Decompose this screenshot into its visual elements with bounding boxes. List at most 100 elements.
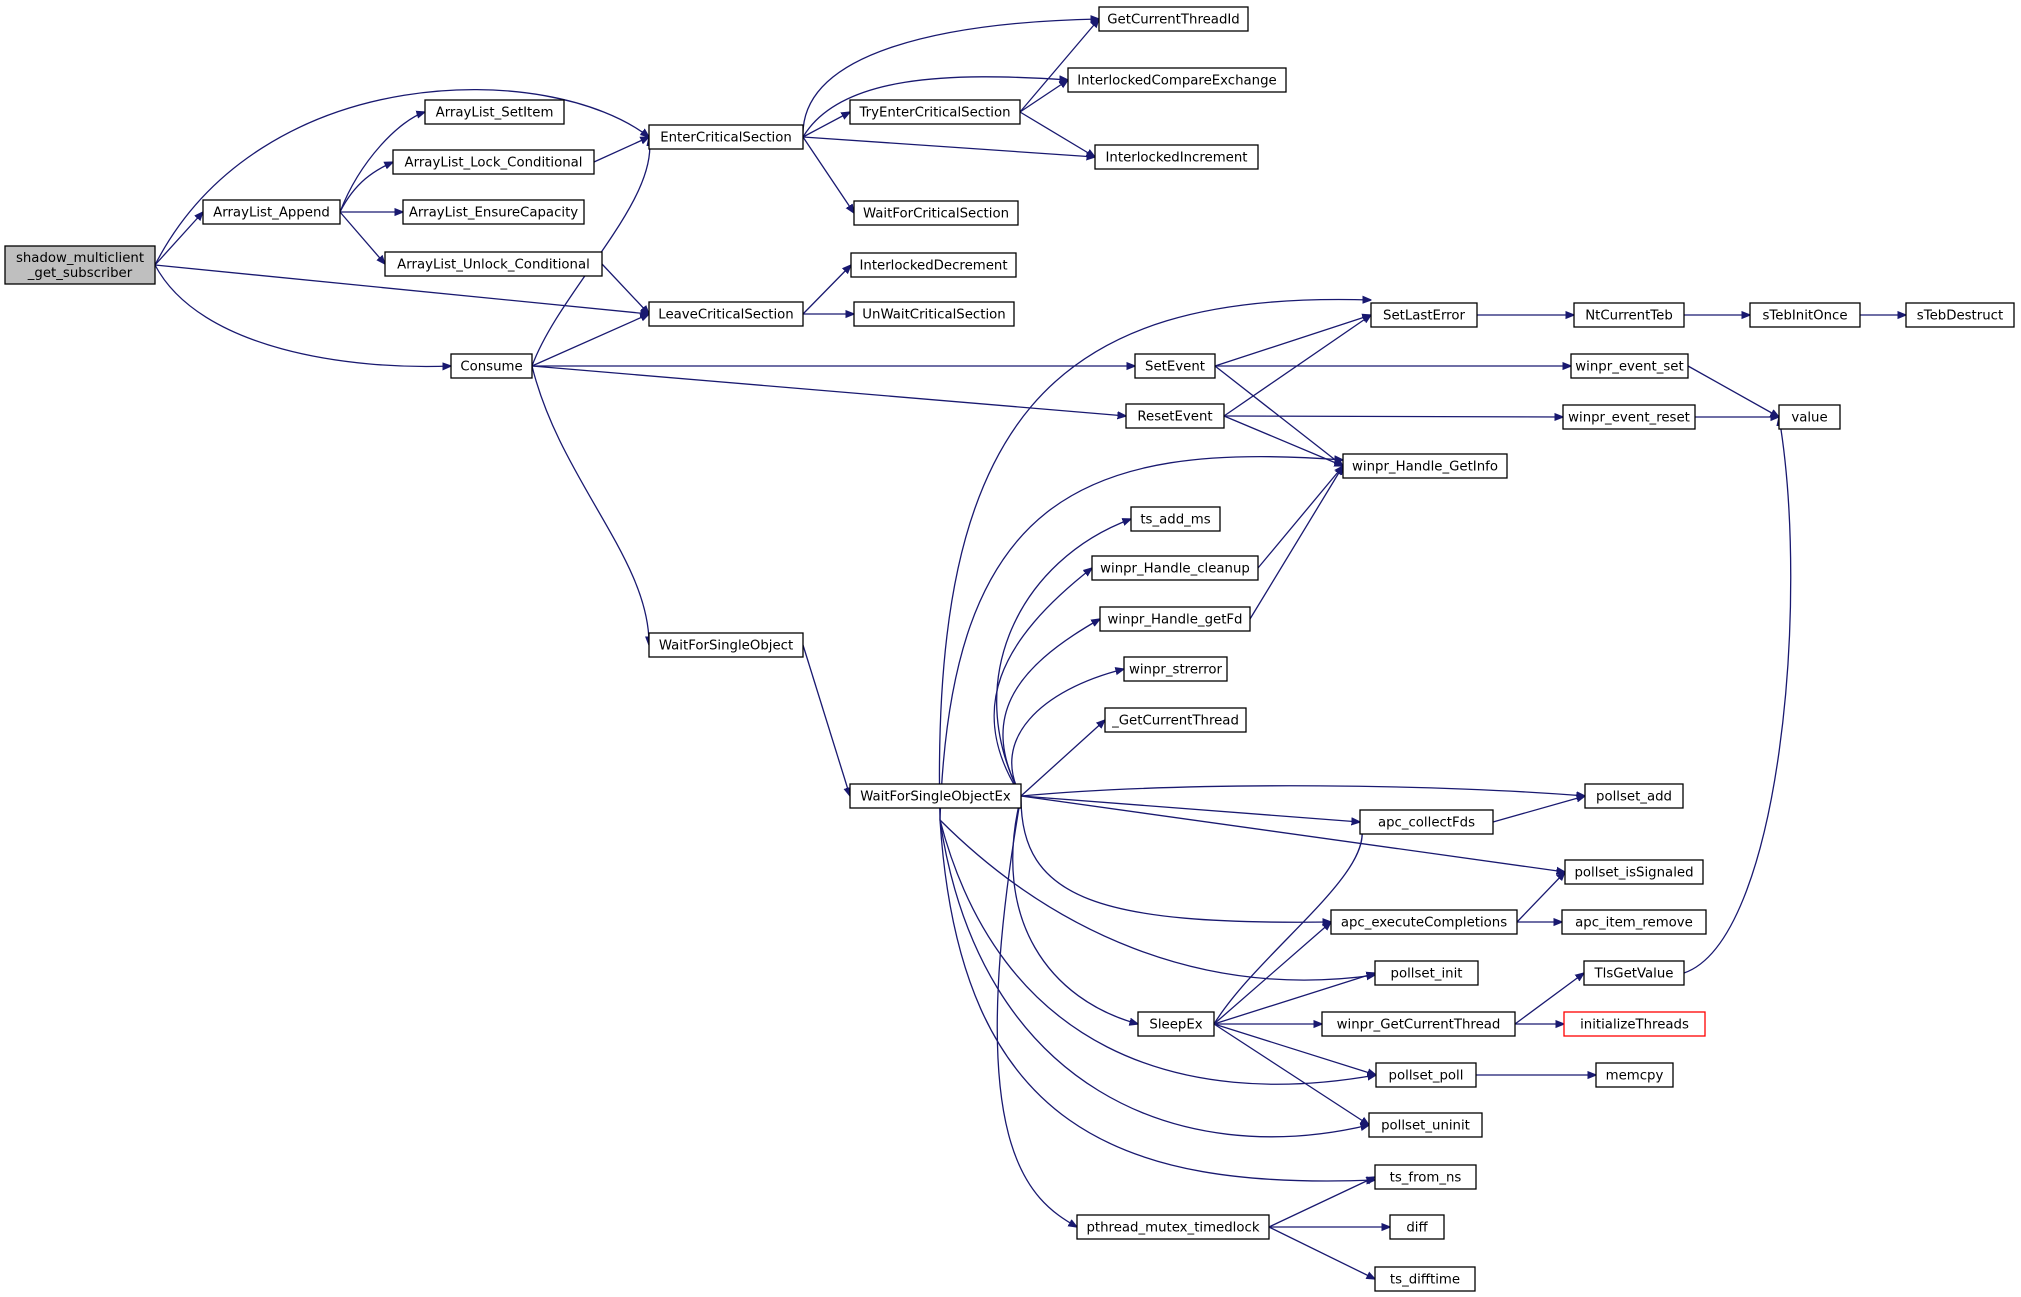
node-diff[interactable]: diff — [1389, 1214, 1445, 1240]
node-box — [648, 301, 804, 327]
node-arraylist_append[interactable]: ArrayList_Append — [202, 199, 341, 225]
node-leavecriticalsection[interactable]: LeaveCriticalSection — [648, 301, 804, 327]
node-box — [1321, 1011, 1516, 1037]
edge-line — [802, 19, 1099, 138]
node-box — [202, 199, 341, 225]
node-resetevent[interactable]: ResetEvent — [1125, 403, 1225, 429]
node-getcurrentthreadid[interactable]: GetCurrentThreadId — [1098, 6, 1249, 32]
node-box — [1564, 859, 1704, 885]
node-ts_from_ns[interactable]: ts_from_ns — [1374, 1164, 1477, 1190]
edge-resetevent-to-winpr_handle_getinfo — [1223, 415, 1343, 466]
node-stebdestruct[interactable]: sTebDestruct — [1905, 302, 2015, 328]
edge-line — [339, 112, 425, 213]
node-setlasterror[interactable]: SetLastError — [1370, 302, 1478, 328]
node-memcpy[interactable]: memcpy — [1595, 1062, 1674, 1088]
node-root[interactable]: shadow_multiclient_get_subscriber — [4, 245, 156, 285]
node-box — [424, 99, 565, 125]
edge-trhentercriticalsection-to-getcurrentthreadid — [1019, 19, 1099, 113]
edge-line — [939, 819, 1375, 981]
node-interlockeddecrement[interactable]: InterlockedDecrement — [850, 252, 1017, 278]
node-interlockedincrement[interactable]: InterlockedIncrement — [1094, 144, 1259, 170]
edge-line — [1687, 365, 1779, 417]
edge-consume-to-resetevent — [531, 365, 1126, 416]
node-ntcurrentteb[interactable]: NtCurrentTeb — [1573, 302, 1685, 328]
edge-line — [1020, 795, 1331, 922]
node-label: pthread_mutex_timedlock — [1086, 1221, 1259, 1236]
node-value[interactable]: value — [1778, 404, 1841, 430]
node-box — [1067, 67, 1287, 93]
node-box — [1137, 1011, 1215, 1037]
edge-line — [531, 137, 650, 367]
node-pollset_add[interactable]: pollset_add — [1584, 783, 1684, 809]
node-label: pollset_add — [1596, 790, 1672, 805]
edge-entercriticalsection-to-getcurrentthreadid — [802, 19, 1099, 138]
node-entercriticalsection[interactable]: EnterCriticalSection — [648, 124, 804, 150]
edge-sleepex-to-pollset_poll — [1213, 1023, 1376, 1075]
node-arraylist_ensurecapacity[interactable]: ArrayList_EnsureCapacity — [402, 199, 585, 225]
edge-line — [1257, 466, 1343, 569]
node-winpr_getcurrentthread[interactable]: winpr_GetCurrentThread — [1321, 1011, 1516, 1037]
edge-waitforsingleobjectex-to-winpr_strerror — [1011, 669, 1124, 797]
node-stebinitonce[interactable]: sTebInitOnce — [1749, 302, 1861, 328]
node-pollset_uninit[interactable]: pollset_uninit — [1368, 1112, 1483, 1138]
node-ts_difftime[interactable]: ts_difftime — [1374, 1266, 1476, 1292]
edge-apc_collectfds-to-pollset_add — [1492, 796, 1585, 823]
node-box — [1091, 555, 1259, 581]
node-winpr_handle_cleanup[interactable]: winpr_Handle_cleanup — [1091, 555, 1259, 581]
node-box — [1389, 1214, 1445, 1240]
edge-waitforsingleobjectex-to-pollset_uninit — [939, 819, 1369, 1138]
edge-line — [802, 136, 854, 213]
node-pollset_issignaled[interactable]: pollset_isSignaled — [1564, 859, 1704, 885]
edge-pthread_mutex_timedlock-to-ts_from_ns — [1268, 1177, 1375, 1228]
node-box — [4, 245, 156, 285]
edge-line — [939, 819, 1376, 1085]
node-unwaitcriticalsection[interactable]: UnWaitCriticalSection — [853, 301, 1015, 327]
node-apc_executecompletions[interactable]: apc_executeCompletions — [1330, 909, 1518, 935]
edge-root-to-leavecriticalsection — [154, 264, 649, 314]
edge-waitforsingleobjectex-to-ts_from_ns — [939, 819, 1375, 1181]
node-winpr_event_reset[interactable]: winpr_event_reset — [1562, 404, 1696, 430]
edge-setevent-to-setlasterror — [1214, 315, 1371, 367]
node-box — [1573, 302, 1685, 328]
node-arraylist_setitem[interactable]: ArrayList_SetItem — [424, 99, 565, 125]
node-box — [1104, 707, 1247, 733]
node-pthread_mutex_timedlock[interactable]: pthread_mutex_timedlock — [1076, 1214, 1270, 1240]
node-arraylist_lock_conditional[interactable]: ArrayList_Lock_Conditional — [392, 149, 595, 175]
node-waitforcriticalsection[interactable]: WaitForCriticalSection — [853, 200, 1019, 226]
node-waitforsingleobject[interactable]: WaitForSingleObject — [648, 632, 804, 658]
node-winpr_handle_getfd[interactable]: winpr_Handle_getFd — [1099, 606, 1251, 632]
node-setevent[interactable]: SetEvent — [1134, 353, 1216, 379]
node-arraylist_unlock_conditional[interactable]: ArrayList_Unlock_Conditional — [384, 251, 603, 277]
node-interlockedcompareexchange[interactable]: InterlockedCompareExchange — [1067, 67, 1287, 93]
node-box — [450, 353, 533, 379]
node-waitforsingleobjectex[interactable]: WaitForSingleObjectEx — [849, 783, 1022, 809]
edge-consume-to-waitforsingleobject — [531, 365, 649, 645]
node-initializethreads[interactable]: initializeThreads — [1563, 1011, 1706, 1037]
node-box — [1778, 404, 1841, 430]
node-pollset_init[interactable]: pollset_init — [1374, 960, 1479, 986]
node-trhentercriticalsection[interactable]: TryEnterCriticalSection — [849, 99, 1021, 125]
node-label: winpr_GetCurrentThread — [1337, 1018, 1501, 1033]
node-ts_add_ms[interactable]: ts_add_ms — [1130, 506, 1221, 532]
node-box — [648, 124, 804, 150]
node-tlsgetvalue[interactable]: TlsGetValue — [1583, 960, 1685, 986]
node-winpr_strerror[interactable]: winpr_strerror — [1123, 656, 1228, 682]
edge-line — [939, 457, 1343, 821]
node-label: pollset_init — [1391, 967, 1463, 982]
edge-arraylist_append-to-arraylist_unlock_conditional — [339, 211, 385, 264]
node-winpr_handle_getinfo[interactable]: winpr_Handle_GetInfo — [1342, 453, 1508, 479]
node-apc_item_remove[interactable]: apc_item_remove — [1561, 909, 1707, 935]
node-winpr_event_set[interactable]: winpr_event_set — [1570, 353, 1689, 379]
node-getcurrentthread_[interactable]: _GetCurrentThread — [1104, 707, 1247, 733]
edge-line — [1012, 795, 1138, 1024]
node-label: winpr_Handle_getFd — [1107, 613, 1242, 628]
node-consume[interactable]: Consume — [450, 353, 533, 379]
node-apc_collectfds[interactable]: apc_collectFds — [1359, 809, 1494, 835]
edge-line — [1516, 872, 1565, 923]
node-pollset_poll[interactable]: pollset_poll — [1375, 1062, 1477, 1088]
edge-line — [339, 162, 393, 213]
node-sleepex[interactable]: SleepEx — [1137, 1011, 1215, 1037]
node-box — [1342, 453, 1508, 479]
edge-waitforsingleobjectex-to-pthread_mutex_timedlock — [996, 795, 1077, 1227]
node-box — [1561, 909, 1707, 935]
